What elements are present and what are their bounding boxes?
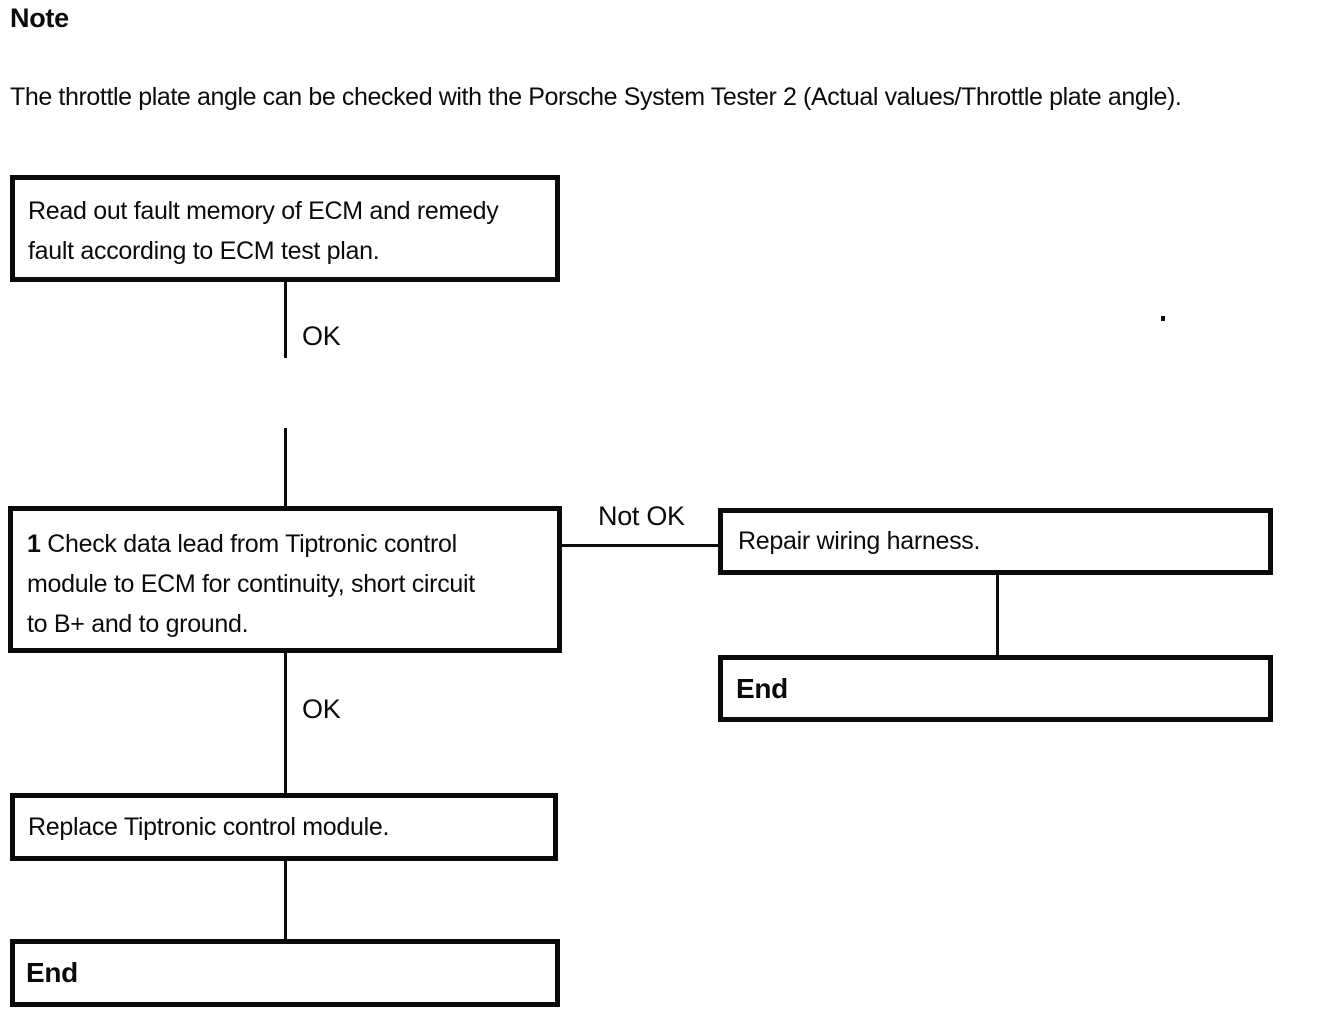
box-text-line: Repair wiring harness. (738, 527, 981, 555)
box-text-line: 1 Check data lead from Tiptronic control (27, 524, 549, 564)
box-text-line: Read out fault memory of ECM and remedy (28, 197, 499, 225)
note-text: The throttle plate angle can be checked … (10, 83, 1182, 111)
box-text-line: Replace Tiptronic control module. (28, 812, 390, 841)
flow-box-end-left: End (10, 939, 560, 1007)
edge-label-ok-bottom: OK (302, 694, 341, 724)
connector-line-vertical (284, 861, 287, 939)
box-text-line: End (736, 672, 788, 704)
box-text-line: module to ECM for continuity, short circ… (27, 570, 475, 598)
step-number: 1 (27, 530, 41, 558)
flow-box-repair-wiring-harness: Repair wiring harness. (718, 508, 1273, 575)
flow-box-read-fault-memory: Read out fault memory of ECM and remedy … (10, 175, 560, 282)
connector-line-vertical (284, 653, 287, 793)
note-heading: Note (10, 3, 69, 33)
flow-box-check-data-lead: 1 Check data lead from Tiptronic control… (8, 506, 562, 653)
edge-label-not-ok: Not OK (598, 501, 685, 531)
scan-speck-dot (1161, 316, 1165, 321)
connector-line-vertical (284, 428, 287, 506)
edge-label-ok-top: OK (302, 321, 341, 351)
connector-line-horizontal (560, 544, 720, 547)
box-text-fragment: Check data lead from Tiptronic control (47, 530, 457, 558)
box-text-line: fault according to ECM test plan. (28, 237, 380, 265)
flow-box-replace-tiptronic-module: Replace Tiptronic control module. (10, 793, 558, 861)
flow-box-end-right: End (718, 655, 1273, 722)
box-text-line: to B+ and to ground. (27, 610, 249, 638)
connector-line-vertical (996, 575, 999, 655)
connector-line-vertical (284, 282, 287, 358)
box-text-line: End (26, 957, 78, 988)
